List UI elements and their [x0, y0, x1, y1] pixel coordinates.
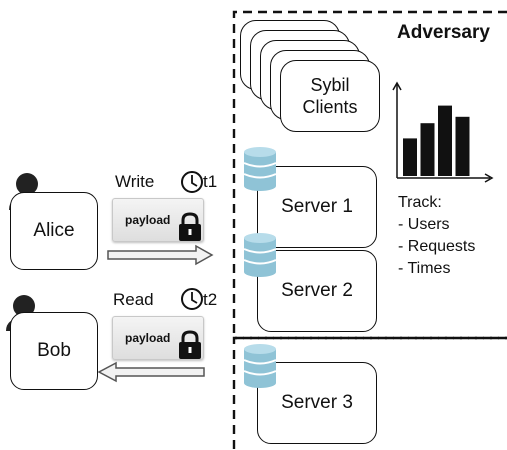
track-item-users: - Users	[398, 216, 450, 233]
read-payload-label: payload	[125, 331, 171, 345]
chart-bar	[403, 138, 417, 176]
server-3-box: Server 3	[257, 362, 377, 444]
read-payload-box: payload	[112, 316, 204, 360]
chart-bar	[438, 105, 452, 176]
server-2-box: Server 2	[257, 250, 377, 332]
chart-bar	[455, 116, 470, 176]
server-1-label: Server 1	[281, 196, 353, 217]
clock-icon	[181, 171, 203, 193]
sybil-label-line1: Sybil	[310, 75, 350, 95]
write-arrow	[107, 244, 214, 266]
track-list: Track: - Users - Requests - Times	[398, 192, 475, 280]
bob-box: Bob	[10, 312, 98, 390]
read-arrow	[97, 361, 205, 383]
server-3-label: Server 3	[281, 392, 353, 413]
server-2-label: Server 2	[281, 280, 353, 301]
database-icon	[243, 233, 277, 277]
traffic-chart	[392, 81, 494, 183]
alice-box: Alice	[10, 192, 98, 270]
write-payload-label: payload	[125, 213, 171, 227]
database-icon	[243, 147, 277, 191]
server-1-box: Server 1	[257, 166, 377, 248]
sybil-label-line2: Clients	[302, 97, 358, 117]
track-item-requests: - Requests	[398, 238, 476, 255]
bob-label: Bob	[37, 340, 71, 361]
read-label: Read	[113, 290, 154, 309]
chart-bar	[420, 123, 435, 176]
lock-icon	[179, 330, 201, 359]
write-label: Write	[115, 172, 155, 191]
adversary-title: Adversary	[397, 22, 490, 43]
sybil-clients-box: Sybil Clients	[280, 60, 380, 132]
server3-region-border	[232, 336, 507, 450]
track-item-times: - Times	[398, 260, 451, 277]
database-icon	[243, 344, 277, 388]
time-t2-label: t2	[203, 290, 218, 309]
clock-icon	[181, 288, 203, 310]
time-t1-label: t1	[203, 172, 218, 191]
track-title: Track:	[398, 194, 442, 211]
lock-icon	[179, 212, 201, 241]
alice-label: Alice	[33, 220, 75, 241]
